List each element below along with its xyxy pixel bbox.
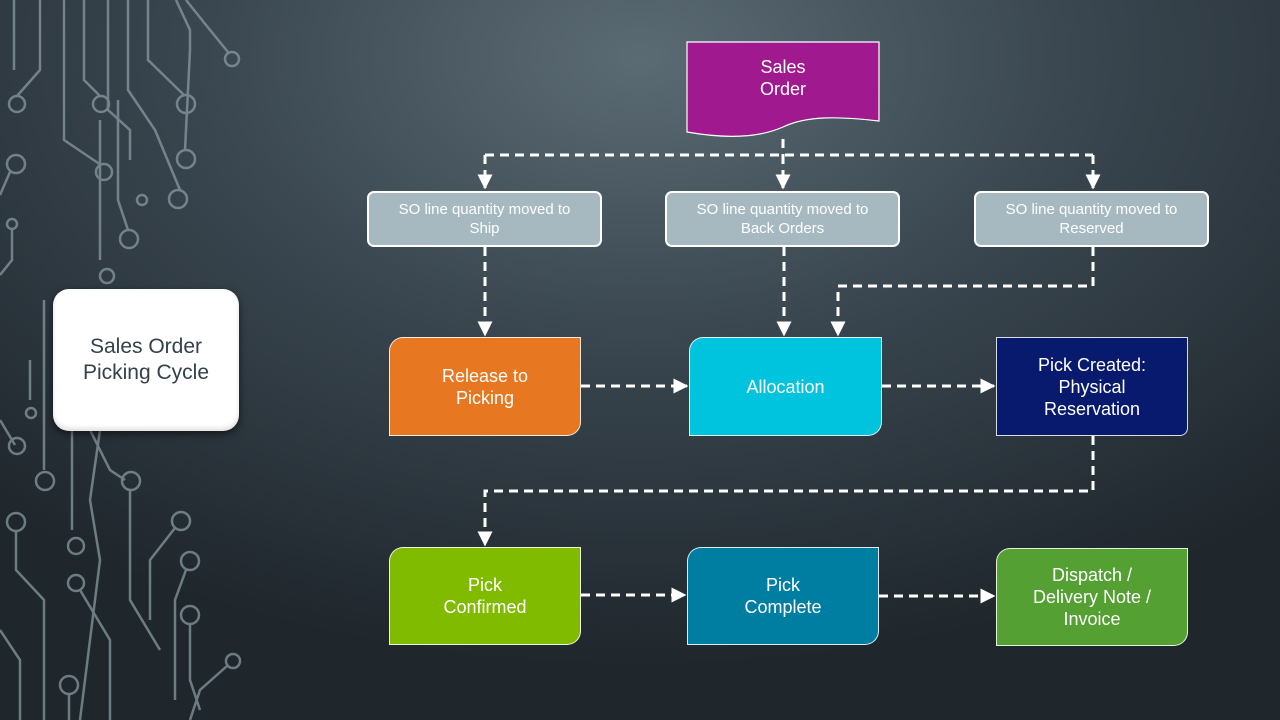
- qty-reserved-box: SO line quantity moved to Reserved: [974, 191, 1209, 247]
- pick-complete-box: Pick Complete: [687, 547, 879, 645]
- connector-pick-created-to-confirmed: [477, 436, 1095, 547]
- release-to-picking-box: Release to Picking: [389, 337, 581, 436]
- qty-back-orders-box: SO line quantity moved to Back Orders: [665, 191, 900, 247]
- connector-reserved-to-allocation: [830, 247, 1095, 337]
- allocation-box: Allocation: [689, 337, 882, 436]
- pick-confirmed-box: Pick Confirmed: [389, 547, 581, 645]
- circuit-decoration: [0, 0, 242, 720]
- sales-order-label: Sales Order: [759, 57, 806, 99]
- qty-ship-box: SO line quantity moved to Ship: [367, 191, 602, 247]
- pick-created-box: Pick Created: Physical Reservation: [996, 337, 1188, 436]
- sales-order-document: [686, 41, 880, 137]
- dispatch-box: Dispatch / Delivery Note / Invoice: [996, 548, 1188, 646]
- title-card: Sales Order Picking Cycle: [53, 289, 239, 431]
- title-text: Sales Order Picking Cycle: [82, 335, 210, 384]
